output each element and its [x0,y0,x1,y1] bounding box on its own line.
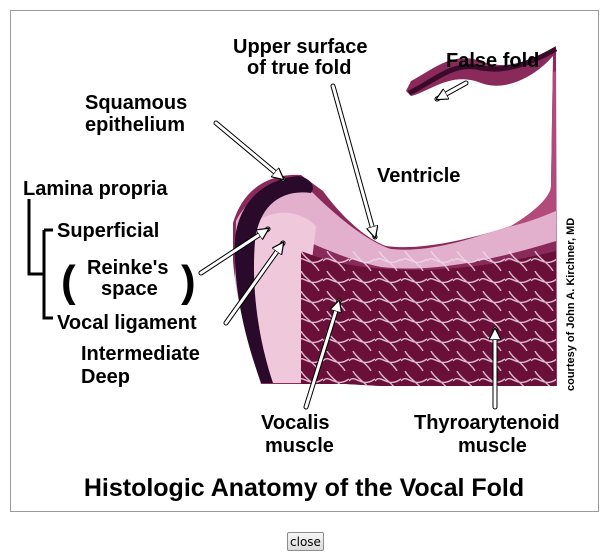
label-intermediate: Intermediate [81,343,200,365]
label-squamous-1: Squamous [85,92,187,114]
annotation-arrows [198,80,495,410]
label-squamous-2: epithelium [85,114,185,136]
lamina-propria-bracket [27,199,53,320]
label-reinke-1: Reinke's [87,257,168,279]
label-deep: Deep [81,366,130,388]
label-thyroarytenoid-2: muscle [458,435,527,457]
photo-credit: courtesy of John A. Kirchner, MD [565,218,577,391]
close-button[interactable]: close [287,532,324,551]
label-vocalis-1: Vocalis [261,412,330,434]
label-lamina-propria: Lamina propria [23,178,168,200]
label-thyroarytenoid-1: Thyroarytenoid [414,412,560,434]
label-vocalis-2: muscle [265,435,334,457]
label-vocal-ligament: Vocal ligament [57,312,197,334]
label-ventricle: Ventricle [377,165,460,187]
label-false-fold: False fold [446,50,539,72]
tissue-photo [233,46,557,386]
figure-title: Histologic Anatomy of the Vocal Fold [84,474,524,502]
squamous-epithelium-layer [234,176,313,383]
figure-frame: ( ) Upper surface of true fold False fol… [10,10,599,512]
right-paren: ) [181,257,196,306]
label-reinke-2: space [101,278,158,300]
label-superficial: Superficial [57,220,159,242]
label-upper-surface-1: Upper surface [233,36,368,58]
left-paren: ( [61,257,76,306]
vocal-fold-diagram: ( ) Upper surface of true fold False fol… [23,36,577,502]
label-upper-surface-2: of true fold [247,57,351,79]
